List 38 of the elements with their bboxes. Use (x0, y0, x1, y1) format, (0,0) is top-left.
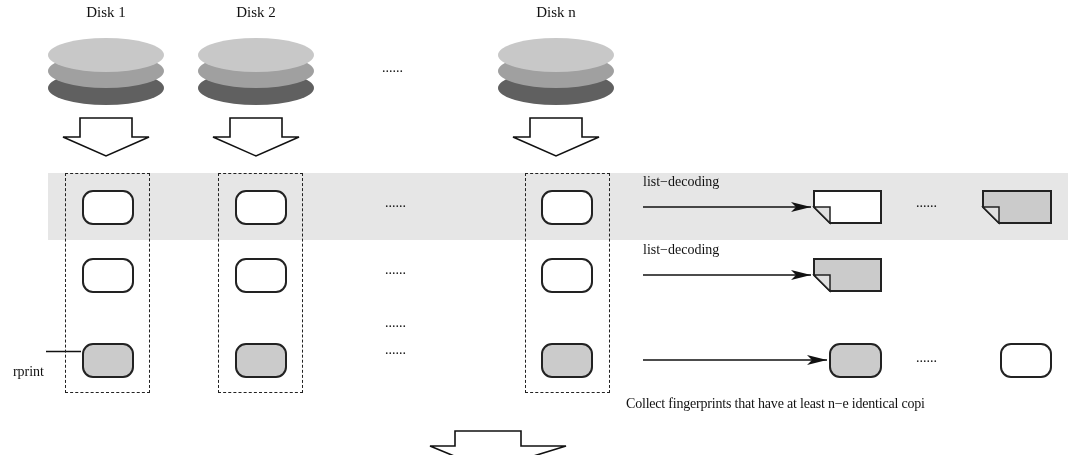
arrow (642, 355, 828, 365)
disk-label: Disk n (535, 4, 577, 21)
ellipsis-dots: ...... (385, 342, 406, 358)
rounded-box (82, 190, 134, 225)
ellipsis-dots: ...... (916, 350, 937, 366)
rounded-box (541, 190, 593, 225)
arrow (642, 270, 812, 280)
ellipsis-dots: ...... (916, 195, 937, 211)
rounded-box (541, 343, 593, 378)
document-shape (982, 190, 1052, 224)
rounded-box (829, 343, 882, 378)
document-shape (813, 190, 882, 224)
rounded-box (82, 343, 134, 378)
dashed-group-box (218, 173, 303, 393)
arrow (642, 202, 812, 212)
rounded-box (1000, 343, 1052, 378)
edge-label: list−decoding (643, 242, 720, 258)
rounded-box (235, 190, 287, 225)
document-shape (813, 258, 882, 292)
rounded-box (235, 258, 287, 293)
ellipsis-dots: ...... (382, 60, 403, 76)
ellipsis-dots: ...... (385, 195, 406, 211)
rounded-box (82, 258, 134, 293)
block-arrow (62, 117, 150, 157)
disk-label: Disk 2 (235, 4, 277, 21)
label-text: rprint (12, 364, 44, 380)
ellipsis-dots: ...... (385, 315, 406, 331)
rounded-box (541, 258, 593, 293)
ellipsis-dots: ...... (385, 262, 406, 278)
edge-label: list−decoding (643, 174, 720, 190)
dashed-group-box (65, 173, 150, 393)
block-arrow (512, 117, 600, 157)
block-arrow (212, 117, 300, 157)
dashed-group-box (525, 173, 610, 393)
rounded-box (235, 343, 287, 378)
note-text: Collect fingerprints that have at least n−e identical copi (626, 396, 925, 412)
leader-line (45, 350, 82, 353)
disk-label: Disk 1 (85, 4, 127, 21)
